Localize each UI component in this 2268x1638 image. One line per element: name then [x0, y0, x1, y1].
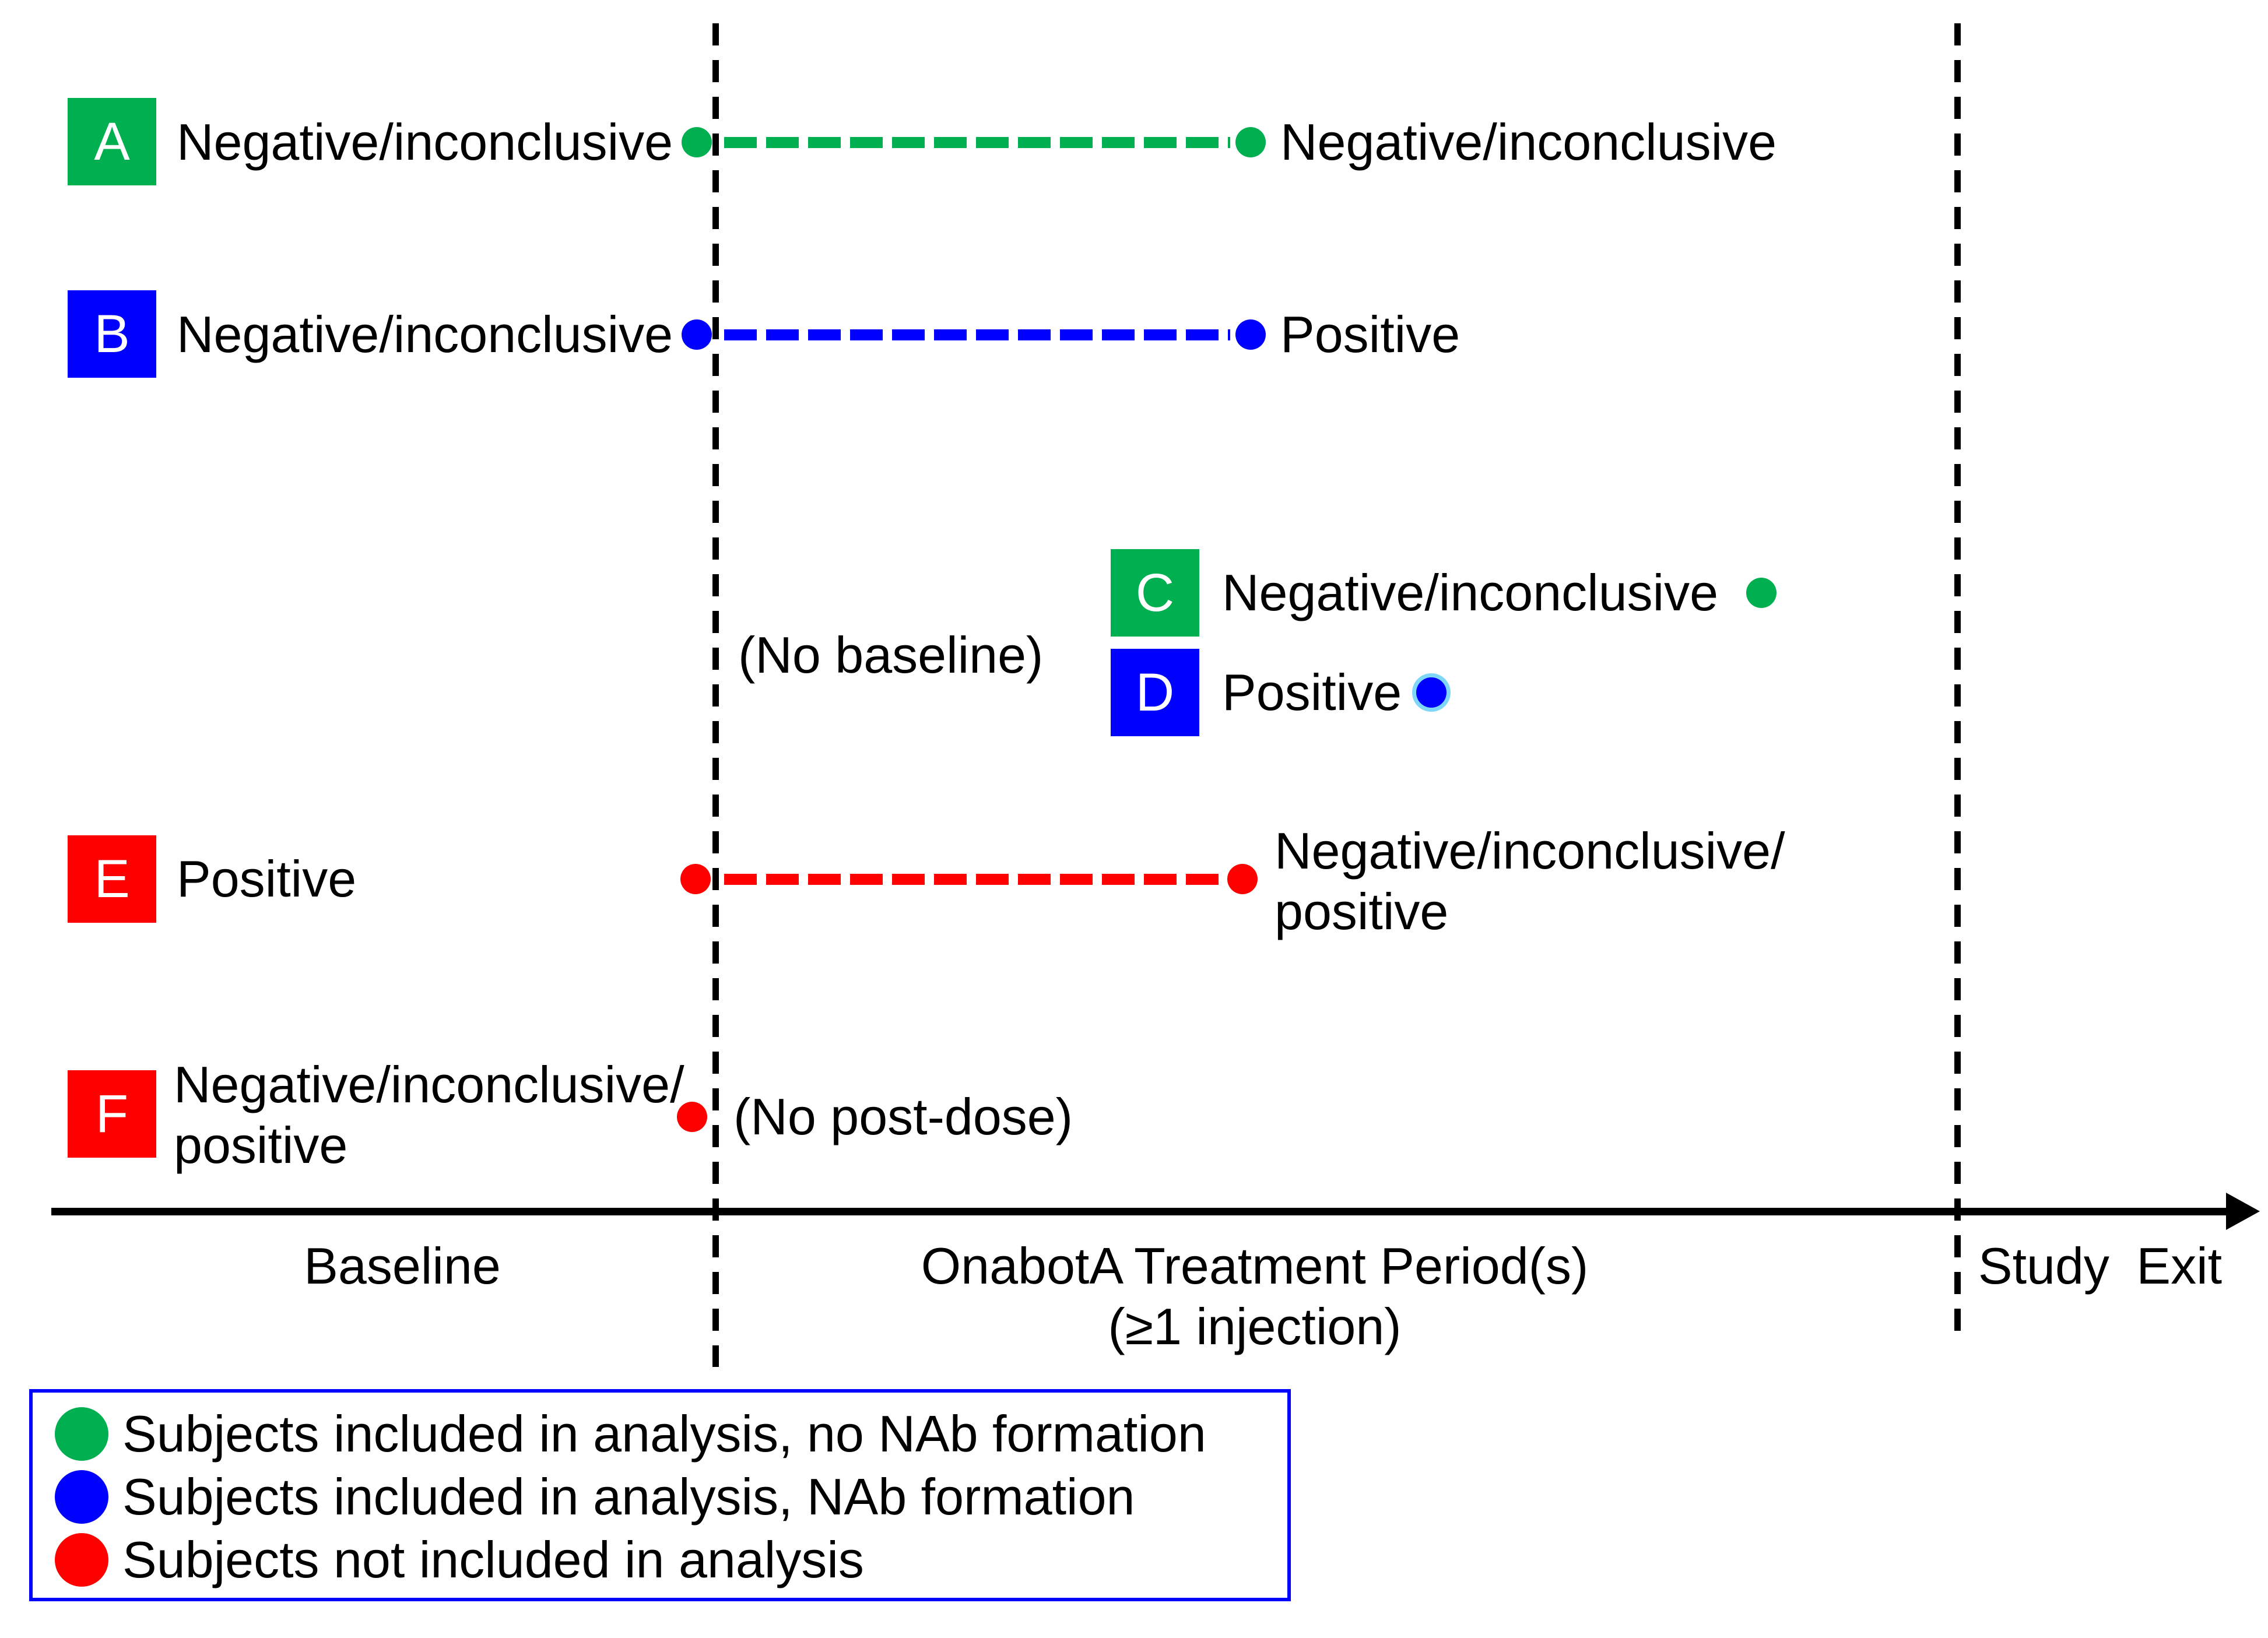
legend-box: Subjects included in analysis, no NAb fo… — [29, 1389, 1291, 1601]
subject-a-connector-line — [724, 137, 1230, 148]
axis-label-treatment-injections: (≥1 injection) — [1108, 1298, 1402, 1355]
subject-e-postdose-dot — [1227, 864, 1258, 894]
subject-d-square: D — [1111, 649, 1199, 736]
subject-d-label: Positive — [1222, 663, 1402, 721]
subject-b-square: B — [68, 290, 156, 378]
axis-label-treatment-period: OnabotA Treatment Period(s) — [921, 1237, 1589, 1295]
subject-d-postdose-dot — [1416, 677, 1447, 708]
subject-e-connector-line — [724, 874, 1222, 885]
legend-green-dot-icon — [55, 1407, 108, 1461]
subject-a-square: A — [68, 98, 156, 185]
timeline-axis — [51, 1208, 2228, 1215]
subject-b-postdose-dot — [1235, 319, 1266, 350]
subject-c-label: Negative/inconclusive — [1222, 564, 1719, 621]
legend-label: Subjects included in analysis, no NAb fo… — [122, 1405, 1206, 1463]
legend-item-not-included: Subjects not included in analysis — [55, 1533, 864, 1587]
subject-f-baseline-label: Negative/inconclusive/ positive — [174, 1054, 684, 1176]
subject-a-postdose-dot — [1235, 127, 1266, 157]
subject-b-connector-line — [724, 329, 1230, 340]
subject-f-letter: F — [95, 1084, 129, 1144]
subject-f-baseline-label-line2: positive — [174, 1116, 348, 1174]
subject-e-postdose-label-line1: Negative/inconclusive/ — [1275, 822, 1785, 880]
no-baseline-annotation: (No baseline) — [738, 626, 1044, 684]
subject-d-letter: D — [1135, 663, 1175, 722]
axis-label-study-exit: Study Exit — [1978, 1237, 2223, 1295]
timeline-arrowhead-icon — [2226, 1193, 2260, 1230]
study-exit-boundary-dashed-line — [1954, 23, 1961, 1341]
subject-a-postdose-label: Negative/inconclusive — [1280, 113, 1777, 171]
legend-label: Subjects included in analysis, NAb forma… — [122, 1468, 1135, 1525]
subject-a-baseline-label: Negative/inconclusive — [177, 113, 673, 171]
legend-red-dot-icon — [55, 1533, 108, 1587]
subject-e-letter: E — [94, 849, 130, 909]
subject-f-square: F — [68, 1070, 156, 1158]
subject-a-baseline-dot — [682, 127, 712, 157]
legend-label: Subjects not included in analysis — [122, 1531, 864, 1588]
legend-blue-dot-icon — [55, 1470, 108, 1524]
subject-b-postdose-label: Positive — [1280, 305, 1460, 363]
subject-b-baseline-label: Negative/inconclusive — [177, 305, 673, 363]
no-post-dose-annotation: (No post-dose) — [733, 1088, 1073, 1145]
subject-c-postdose-dot — [1746, 578, 1777, 608]
subject-e-baseline-label: Positive — [177, 850, 357, 908]
subject-e-baseline-dot — [680, 864, 711, 894]
legend-item-no-nab-formation: Subjects included in analysis, no NAb fo… — [55, 1407, 1206, 1461]
subject-f-baseline-dot — [677, 1102, 707, 1132]
subject-f-baseline-label-line1: Negative/inconclusive/ — [174, 1056, 684, 1113]
subject-e-square: E — [68, 835, 156, 923]
subject-b-letter: B — [94, 304, 130, 364]
subject-c-letter: C — [1135, 563, 1175, 623]
subject-e-postdose-label: Negative/inconclusive/ positive — [1275, 821, 1785, 942]
legend-item-nab-formation: Subjects included in analysis, NAb forma… — [55, 1470, 1135, 1524]
subject-b-baseline-dot — [682, 319, 712, 350]
subject-e-postdose-label-line2: positive — [1275, 883, 1449, 940]
baseline-boundary-dashed-line — [712, 23, 719, 1367]
axis-label-baseline: Baseline — [304, 1237, 501, 1295]
subject-a-letter: A — [94, 112, 130, 171]
subject-c-square: C — [1111, 549, 1199, 637]
